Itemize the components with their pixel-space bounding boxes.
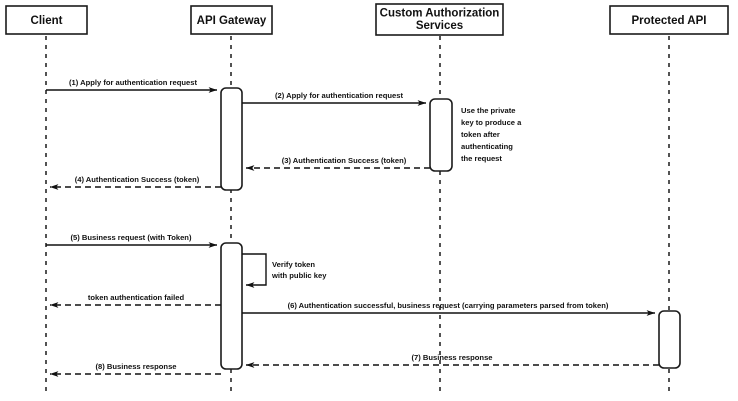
note-private-key-line-1: Use the private	[461, 106, 515, 115]
message-2-label: (2) Apply for authentication request	[275, 91, 403, 100]
message-6-label: (6) Authentication successful, business …	[288, 301, 609, 310]
self-message-verify-token-line-1: Verify token	[272, 260, 315, 269]
participant-box-authsvc[interactable]	[375, 3, 504, 36]
message-2[interactable]: (2) Apply for authentication request	[242, 91, 427, 106]
message-4[interactable]: (4) Authentication Success (token)	[49, 175, 221, 190]
message-8-label: (8) Business response	[95, 362, 176, 371]
activation-authsvc	[429, 98, 453, 172]
participant-label-client: Client	[31, 15, 63, 27]
note-private-key: Use the private key to produce a token a…	[461, 106, 522, 163]
message-7[interactable]: (7) Business response	[245, 353, 659, 368]
message-4-label: (4) Authentication Success (token)	[75, 175, 200, 184]
self-message-verify-token[interactable]: Verify token with public key	[242, 253, 327, 288]
note-private-key-line-2: key to produce a	[461, 118, 522, 127]
note-private-key-line-5: the request	[461, 154, 502, 163]
participant-box-protapi[interactable]	[609, 5, 729, 35]
activation-gateway-business	[220, 242, 243, 370]
message-3[interactable]: (3) Authentication Success (token)	[245, 156, 430, 171]
message-token-auth-failed[interactable]: token authentication failed	[49, 293, 221, 308]
participant-authsvc[interactable]: Custom Authorization Services	[375, 3, 504, 36]
message-5-label: (5) Business request (with Token)	[71, 233, 192, 242]
participant-label-authsvc-line2: Services	[416, 20, 463, 32]
participant-box-gateway[interactable]	[190, 5, 273, 35]
activation-gateway-auth	[220, 87, 243, 191]
message-1[interactable]: (1) Apply for authentication request	[46, 78, 218, 93]
message-3-label: (3) Authentication Success (token)	[282, 156, 407, 165]
participant-protapi[interactable]: Protected API	[609, 5, 729, 35]
message-5[interactable]: (5) Business request (with Token)	[46, 233, 218, 248]
self-message-verify-token-line-2: with public key	[271, 271, 327, 280]
participant-client[interactable]: Client	[5, 5, 88, 35]
message-1-label: (1) Apply for authentication request	[69, 78, 197, 87]
message-6[interactable]: (6) Authentication successful, business …	[242, 301, 656, 316]
participant-label-authsvc-line1: Custom Authorization	[380, 8, 500, 20]
note-private-key-line-3: token after	[461, 130, 500, 139]
note-private-key-line-4: authenticating	[461, 142, 513, 151]
message-7-label: (7) Business response	[411, 353, 492, 362]
self-message-verify-token-path[interactable]	[242, 253, 267, 288]
participant-gateway[interactable]: API Gateway	[190, 5, 273, 35]
message-token-auth-failed-label: token authentication failed	[88, 293, 185, 302]
participant-label-gateway: API Gateway	[197, 15, 267, 27]
message-8[interactable]: (8) Business response	[49, 362, 221, 377]
participant-box-client[interactable]	[5, 5, 88, 35]
participant-label-protapi: Protected API	[632, 15, 707, 27]
activation-protapi	[658, 310, 681, 369]
